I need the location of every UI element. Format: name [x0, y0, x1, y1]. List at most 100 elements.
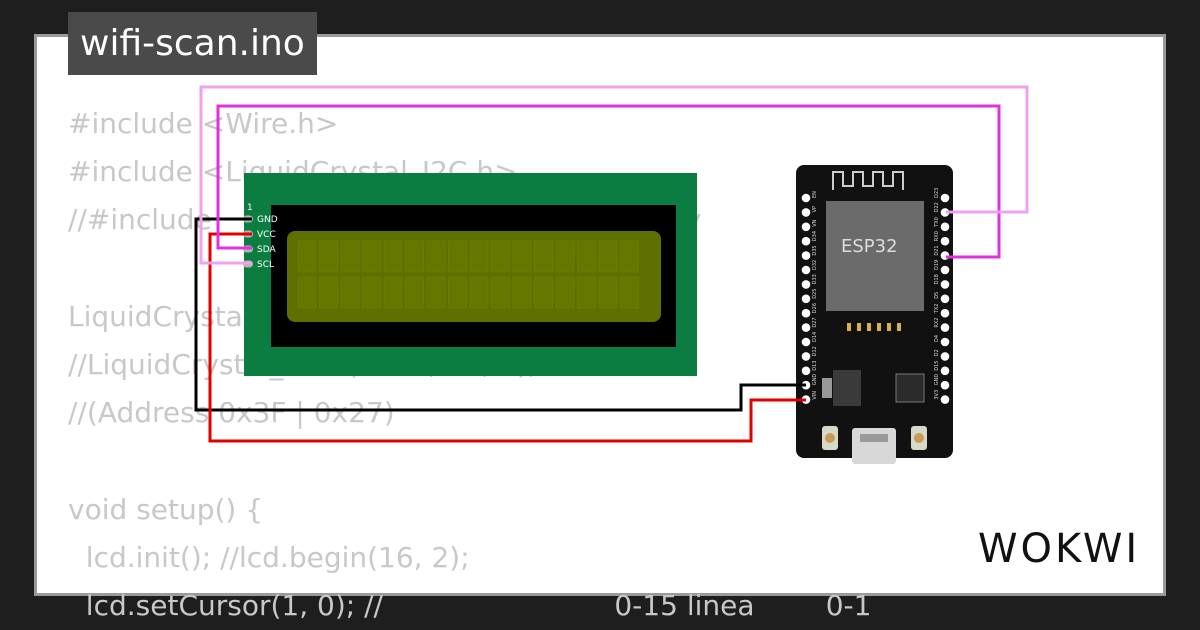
- lcd-char-cell: [598, 276, 618, 309]
- esp32-pin-label: GND: [812, 374, 818, 386]
- code-line: lcd.setCursor(1, 0); // 0-15 linea 0-1: [68, 588, 872, 622]
- lcd-char-cell: [620, 276, 639, 309]
- esp32-pin-hole[interactable]: [940, 236, 950, 246]
- wire-sda[interactable]: [216, 104, 1001, 259]
- esp32-chip-label: ESP32: [841, 236, 898, 257]
- esp32-pin-label: D27: [812, 317, 818, 327]
- esp32-board[interactable]: ESP32 ENVPVND34D35D32D33D25D26D27D14D12D…: [796, 165, 953, 464]
- esp32-pin-label: D34: [812, 231, 818, 241]
- esp32-pin-hole[interactable]: [801, 366, 811, 376]
- voltage-regulator: [833, 370, 861, 406]
- esp32-pin-label: VIN: [812, 391, 818, 400]
- esp32-pin-label: D32: [812, 260, 818, 270]
- esp32-pin-headers: ENVPVND34D35D32D33D25D26D27D14D12D13GNDV…: [801, 188, 950, 404]
- esp32-pin-label: D26: [812, 303, 818, 313]
- esp32-pin-hole[interactable]: [801, 236, 811, 246]
- esp32-pin-label: D15: [934, 361, 940, 371]
- esp32-pin-hole[interactable]: [940, 280, 950, 289]
- lcd-char-cell: [405, 276, 424, 309]
- lcd-char-cell: [448, 240, 467, 273]
- lcd-char-cell: [512, 276, 532, 309]
- sketch-title: wifi-scan.ino: [68, 12, 317, 75]
- esp32-pin-hole[interactable]: [940, 208, 950, 217]
- esp32-pin-hole[interactable]: [801, 208, 811, 217]
- lcd-char-cell: [555, 276, 575, 309]
- lcd-char-cell: [426, 240, 446, 273]
- lcd-pin-label: SCL: [257, 260, 274, 270]
- esp32-pin-label: D21: [934, 245, 940, 255]
- wire-gnd[interactable]: [194, 217, 806, 412]
- usb-uart-chip: [895, 373, 925, 403]
- esp32-pin-label: D5: [934, 292, 940, 299]
- esp32-pin-label: D2: [934, 349, 940, 356]
- lcd-char-cell: [405, 240, 424, 273]
- esp32-pin-hole[interactable]: [801, 352, 811, 361]
- micro-usb-port[interactable]: [852, 428, 896, 464]
- esp32-pin-hole[interactable]: [940, 395, 950, 404]
- lcd-char-cell: [491, 240, 510, 273]
- lcd-char-cell: [512, 240, 532, 273]
- esp32-pin-label: TX0: [934, 217, 940, 228]
- lcd-char-cell: [448, 276, 467, 309]
- esp32-pin-hole[interactable]: [801, 251, 811, 260]
- code-background: #include <Wire.h>#include <LiquidCrystal…: [68, 100, 871, 630]
- esp32-pin-label: D4: [934, 335, 940, 342]
- code-line: //(Address 0x3F | 0x27): [68, 396, 395, 430]
- module-castellations: [847, 323, 901, 331]
- esp32-pin-hole[interactable]: [801, 265, 811, 275]
- esp32-pin-label: D23: [934, 188, 940, 198]
- lcd-char-cell: [383, 276, 403, 309]
- lcd-char-cell: [620, 240, 639, 273]
- esp32-pin-label: D33: [812, 274, 818, 284]
- esp32-pin-hole[interactable]: [801, 323, 811, 332]
- wire-scl[interactable]: [199, 85, 1029, 265]
- lcd-char-cell: [491, 276, 510, 309]
- esp32-pin-hole[interactable]: [940, 323, 950, 332]
- esp32-pin-hole[interactable]: [940, 222, 950, 232]
- code-line: void setup() {: [68, 492, 264, 526]
- lcd-char-cell: [469, 240, 489, 273]
- lcd-char-cell: [319, 276, 338, 309]
- esp32-pin-label: TX2: [934, 304, 940, 315]
- esp32-pin-hole[interactable]: [801, 294, 811, 304]
- esp32-pin-hole[interactable]: [940, 294, 950, 304]
- esp32-pin-label: VN: [812, 219, 818, 226]
- esp32-pin-hole[interactable]: [940, 352, 950, 361]
- esp32-pin-hole[interactable]: [801, 337, 811, 347]
- lcd-char-cell: [534, 276, 553, 309]
- esp32-pin-label: D14: [812, 332, 818, 342]
- lcd-char-cell: [340, 240, 360, 273]
- esp32-module: [826, 201, 924, 311]
- esp32-pin-hole[interactable]: [801, 222, 811, 232]
- esp32-pin-label: D12: [812, 346, 818, 356]
- antenna-trace: [832, 171, 904, 190]
- esp32-pin-hole[interactable]: [940, 337, 950, 347]
- lcd-char-cell: [319, 240, 338, 273]
- code-line: lcd.init(); //lcd.begin(16, 2);: [68, 540, 470, 574]
- lcd-char-cell: [577, 240, 596, 273]
- lcd-character-grid: [297, 240, 639, 309]
- lcd-char-cell: [555, 240, 575, 273]
- esp32-pin-hole[interactable]: [801, 193, 811, 203]
- lcd-char-cell: [534, 240, 553, 273]
- esp32-pin-label: 3V3: [934, 390, 940, 400]
- esp32-pin-hole[interactable]: [801, 280, 811, 289]
- esp32-pin-label: GND: [934, 374, 940, 386]
- esp32-pin-hole[interactable]: [940, 366, 950, 376]
- esp32-pin-hole[interactable]: [940, 308, 950, 318]
- wires: [194, 85, 1029, 443]
- lcd-char-cell: [362, 276, 381, 309]
- esp32-pin-label: D13: [812, 361, 818, 371]
- esp32-pin-hole[interactable]: [801, 308, 811, 318]
- lcd-char-cell: [340, 276, 360, 309]
- esp32-pin-hole[interactable]: [940, 193, 950, 203]
- lcd-pin-label: GND: [257, 215, 278, 225]
- lcd-char-cell: [426, 276, 446, 309]
- lcd-char-cell: [362, 240, 381, 273]
- esp32-pin-hole[interactable]: [940, 265, 950, 275]
- esp32-pin-label: EN: [812, 191, 818, 198]
- esp32-pin-hole[interactable]: [940, 380, 950, 390]
- lcd-pin1-marker: 1: [247, 203, 253, 213]
